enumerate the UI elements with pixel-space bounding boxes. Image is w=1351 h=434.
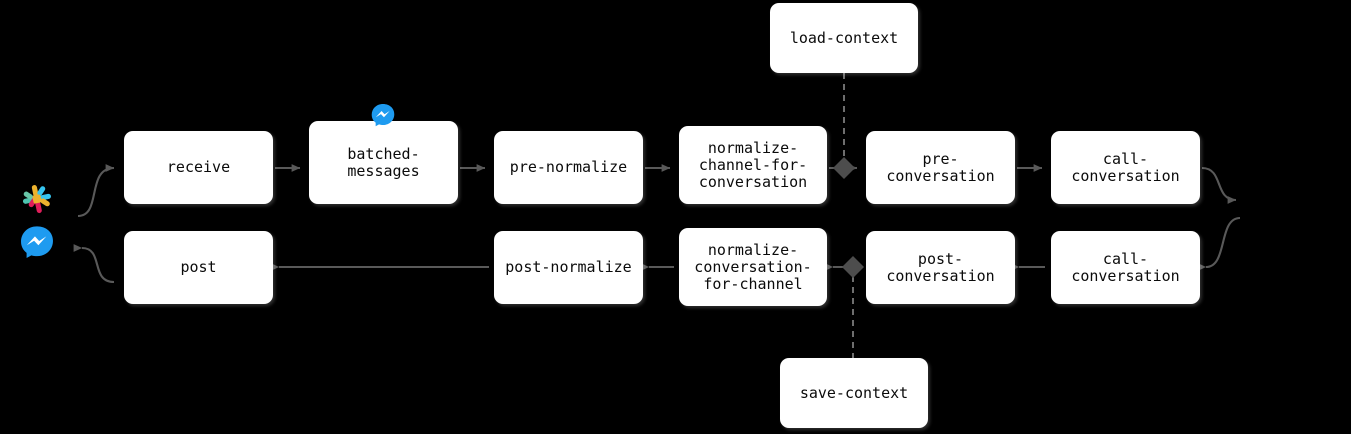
- connector-wrap-into-callconversation-bottom: [1197, 216, 1241, 271]
- node-load-context[interactable]: load-context: [770, 3, 918, 73]
- connector-post-to-platforms: [73, 244, 115, 284]
- node-pre-normalize[interactable]: pre-normalize: [494, 131, 643, 204]
- connector-platforms-to-receive: [77, 164, 115, 218]
- node-save-context[interactable]: save-context: [780, 358, 928, 428]
- node-receive[interactable]: receive: [124, 131, 273, 204]
- junction-diamond-bottom: [842, 256, 864, 278]
- node-normalize-channel-for-conversation[interactable]: normalize- channel-for- conversation: [679, 126, 827, 204]
- node-post-normalize[interactable]: post-normalize: [494, 231, 643, 304]
- node-post[interactable]: post: [124, 231, 273, 304]
- node-batched-messages[interactable]: batched- messages: [309, 121, 458, 204]
- node-normalize-conversation-for-channel[interactable]: normalize- conversation- for-channel: [679, 228, 827, 306]
- messenger-icon: [20, 225, 54, 259]
- connector-callconversation-wrap-out: [1201, 166, 1237, 204]
- node-call-conversation-top[interactable]: call- conversation: [1051, 131, 1200, 204]
- junction-diamond-top: [833, 157, 855, 179]
- node-pre-conversation[interactable]: pre- conversation: [866, 131, 1015, 204]
- node-post-conversation[interactable]: post- conversation: [866, 231, 1015, 304]
- messenger-icon: [371, 103, 395, 127]
- node-call-conversation-bottom[interactable]: call- conversation: [1051, 231, 1200, 304]
- slack-icon: [20, 182, 54, 216]
